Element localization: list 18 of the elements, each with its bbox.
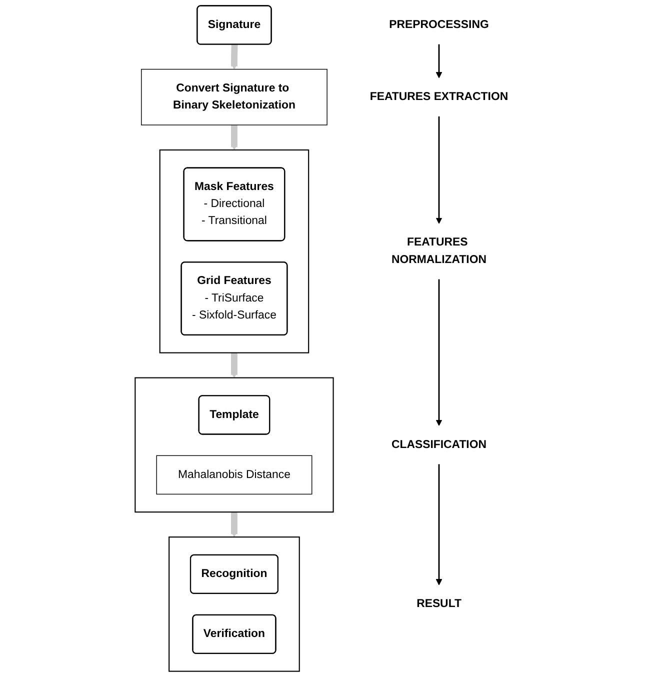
arrow [436, 44, 442, 78]
node-text: FEATURES EXTRACTION [370, 90, 508, 103]
arrow [436, 464, 442, 586]
arrow [231, 43, 238, 70]
node-text: PREPROCESSING [389, 18, 489, 31]
arrow [436, 279, 442, 426]
node-text: CLASSIFICATION [391, 438, 486, 451]
node-box: Mahalanobis Distance [156, 455, 312, 495]
arrow [231, 124, 238, 150]
cluster [134, 377, 334, 513]
node-box: Convert Signature to Binary Skeletonization [141, 68, 328, 126]
arrow [231, 352, 238, 378]
cluster [159, 149, 310, 354]
cluster [168, 536, 300, 672]
node-text: FEATURES NORMALIZATION [391, 236, 486, 266]
arrow [231, 510, 238, 538]
node-text: RESULT [416, 598, 462, 610]
arrow [436, 116, 442, 224]
